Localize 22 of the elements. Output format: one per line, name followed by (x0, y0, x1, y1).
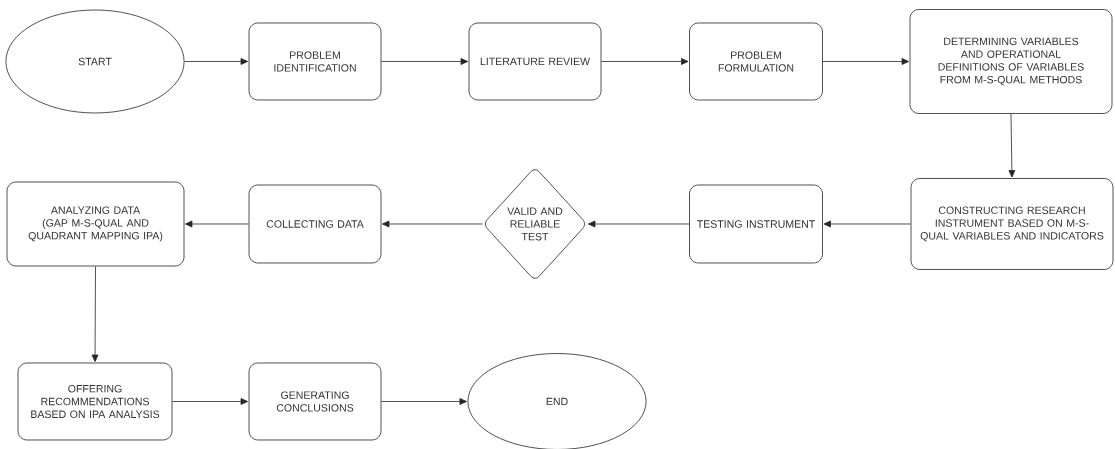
process-box: CONSTRUCTING RESEARCH INSTRUMENT BASED ON M-S-QUAL VARIABLES AND INDICATORS (910, 178, 1114, 270)
process-box: PROBLEM FORMULATION (689, 22, 823, 101)
process-box: TESTING INSTRUMENT (689, 184, 823, 264)
process-box: OFFERING RECOMMENDATIONS BASED ON IPA ANALYSIS (17, 362, 173, 441)
arrow (91, 266, 99, 362)
arrow (588, 220, 690, 228)
arrow (823, 220, 911, 228)
process-box: GENERATING CONCLUSIONS (248, 362, 382, 441)
process-box: COLLECTING DATA (248, 184, 382, 264)
arrow (184, 58, 248, 65)
arrow (172, 398, 248, 405)
process-box: PROBLEM IDENTIFICATION (248, 22, 382, 101)
arrow (822, 58, 909, 65)
arrow (381, 398, 467, 405)
arrow (185, 220, 249, 228)
arrow (382, 220, 483, 228)
arrow (601, 58, 689, 65)
arrow (1008, 113, 1016, 178)
process-box: DETERMINING VARIABLES AND OPERATIONAL DEFINITIONS OF VARIABLES FROM M-S-QUAL METHODS (909, 9, 1113, 114)
arrow (381, 58, 468, 65)
process-box: LITERATURE REVIEW (468, 22, 602, 101)
process-box: ANALYZING DATA (GAP M-S-QUAL AND QUADRANT MAPPING IPA) (6, 181, 185, 267)
